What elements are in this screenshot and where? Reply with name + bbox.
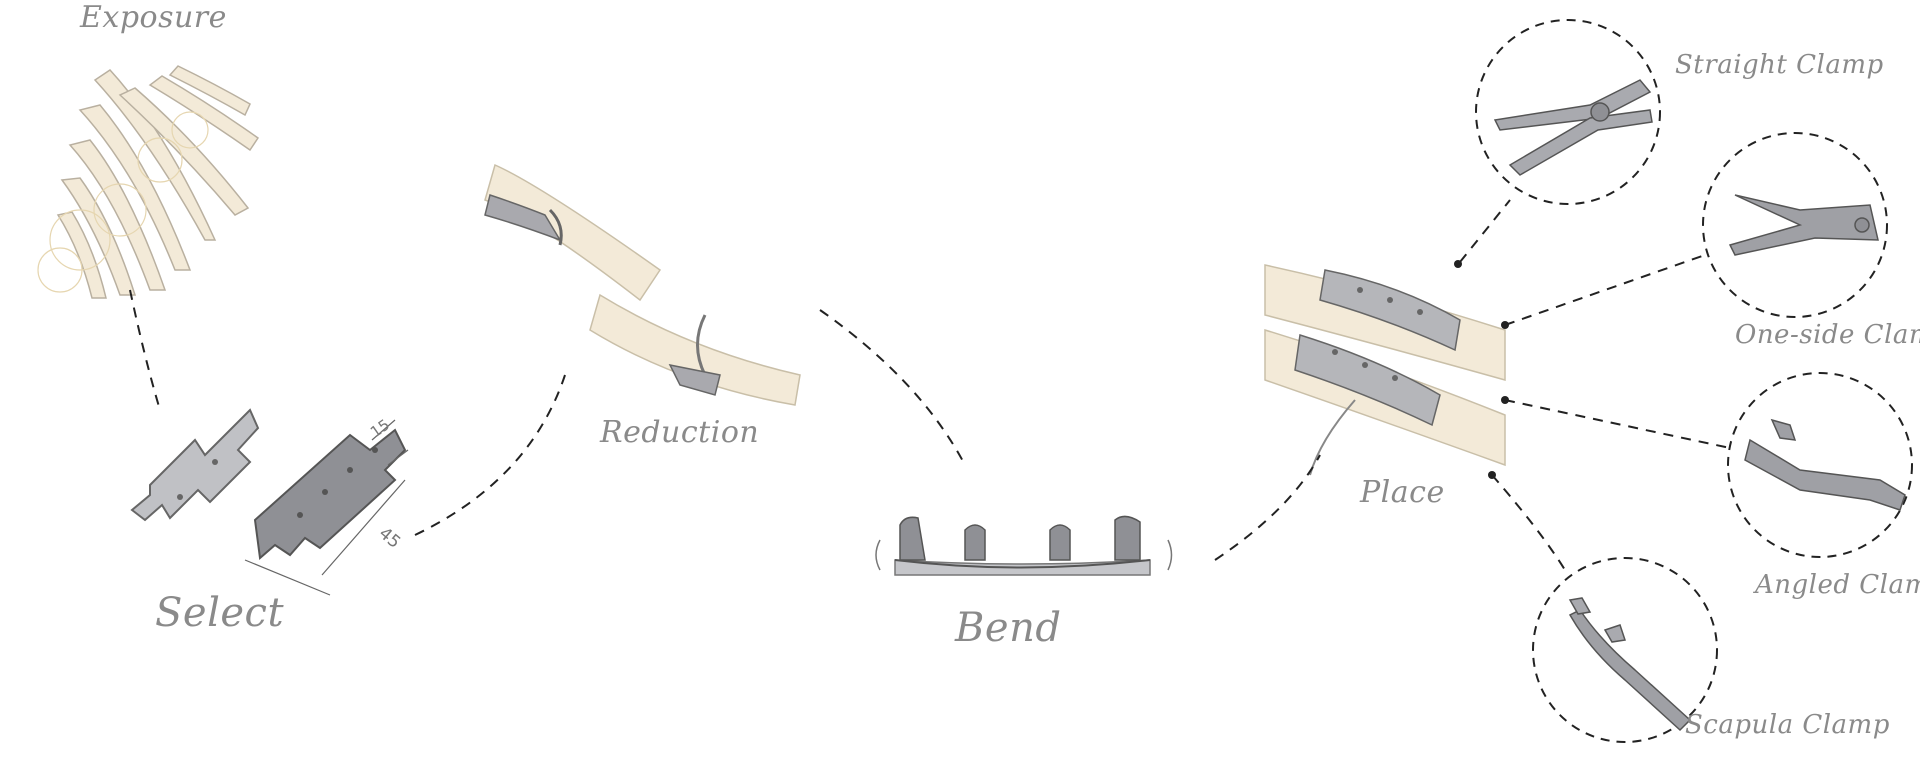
placed-plate-icon [1264, 264, 1506, 476]
connector-one-side [1504, 254, 1706, 326]
step-label-exposure: Exposure [80, 0, 227, 35]
connector-select-reduction [414, 374, 566, 536]
ribs-icon [37, 65, 260, 299]
rib-plate-icon [130, 408, 409, 596]
connector-scapula [1491, 474, 1566, 571]
clamp-label-angled: Angled Clamp [1755, 570, 1920, 600]
bent-plate-icon [875, 515, 1173, 576]
connector-bend-place [1214, 454, 1321, 561]
step-label-bend: Bend [955, 605, 1062, 651]
scapula-clamp-circle [1532, 557, 1718, 743]
one-side-clamp-circle [1702, 132, 1888, 318]
connector-reduction-bend [819, 309, 966, 466]
connector-angled [1504, 399, 1731, 449]
step-label-place: Place [1360, 475, 1445, 510]
angled-clamp-circle [1727, 372, 1913, 558]
clamp-label-scapula: Scapula Clamp [1685, 710, 1890, 740]
clamp-label-one-side: One-side Clamp [1735, 320, 1920, 350]
bone-reduction-icon [484, 163, 801, 406]
clamp-label-straight: Straight Clamp [1675, 50, 1884, 80]
connector-exposure-select [129, 289, 161, 411]
dim-length-label: 45 [375, 524, 404, 553]
straight-clamp-circle [1475, 19, 1661, 205]
step-label-select: Select [155, 590, 285, 636]
clamp-icon [1493, 79, 1906, 732]
step-label-reduction: Reduction [600, 415, 760, 450]
connector-straight [1459, 199, 1511, 263]
